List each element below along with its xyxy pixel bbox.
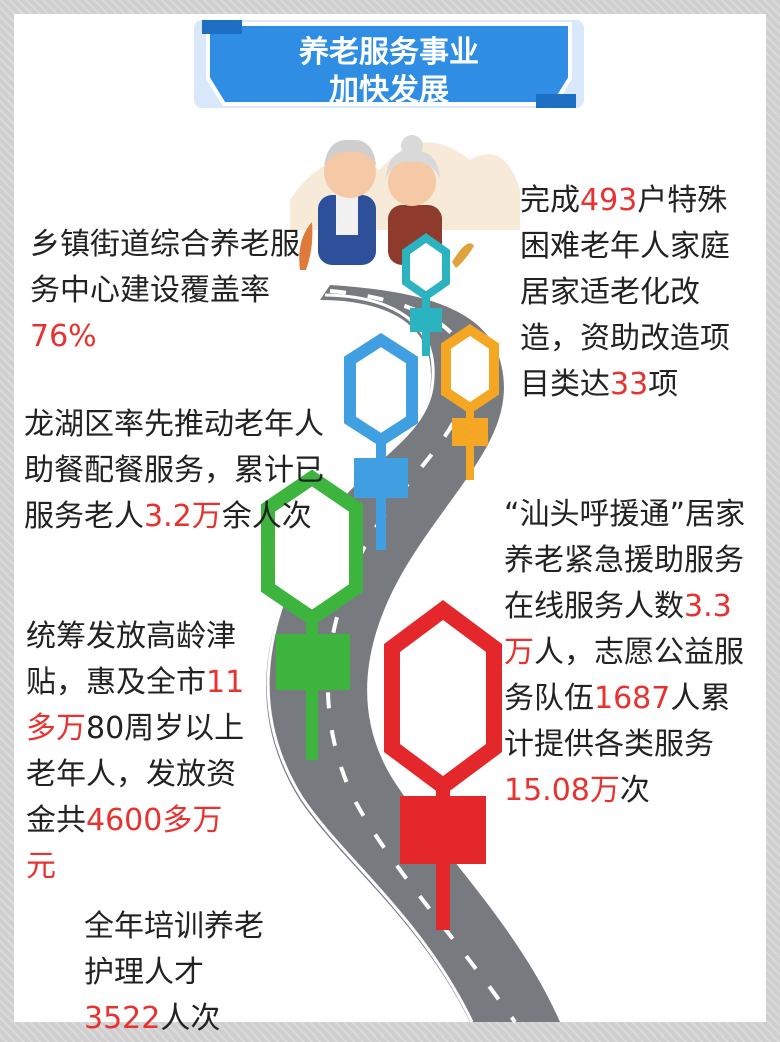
- stat-training: 全年培训养老护理人才 3522人次: [84, 904, 274, 1042]
- banner-title-line1: 养老服务事业: [299, 35, 479, 70]
- stat-emergency-pre: “汕头呼援通”居家养老紧急援助服务在线服务人数: [504, 497, 746, 624]
- sign-teal: [402, 233, 450, 356]
- stat-renovation-post: 项: [648, 367, 679, 402]
- stat-meals-text: 龙湖区率先推动老年人助餐配餐服务，累计已服务老人: [24, 407, 324, 534]
- road: [266, 285, 560, 1022]
- stat-allowance-people: 11多万: [26, 665, 245, 746]
- sign-green: [261, 469, 363, 760]
- stat-coverage-text: 乡镇街道综合养老服务中心建设覆盖率: [30, 227, 300, 308]
- stat-emergency-services: 15.08万: [504, 773, 620, 808]
- stat-emergency-mid2: 人累计提供各类服务: [504, 681, 731, 762]
- sign-red: [384, 600, 502, 930]
- stat-renovation-projects: 33: [610, 367, 649, 402]
- stat-emergency: “汕头呼援通”居家养老紧急援助服务在线服务人数3.3万人，志愿公益服务队伍168…: [504, 492, 760, 814]
- title-banner: 养老服务事业 加快发展: [188, 14, 590, 114]
- sign-blue: [344, 332, 418, 550]
- stat-renovation-mid: 户特殊困难老年人家庭居家适老化改造，资助改造项目类达: [520, 183, 730, 402]
- stat-coverage: 乡镇街道综合养老服务中心建设覆盖率 76%: [30, 222, 310, 360]
- stat-renovation-pre: 完成: [520, 183, 580, 218]
- stat-training-text: 全年培训养老护理人才: [84, 909, 264, 990]
- stat-training-post: 人次: [160, 1001, 221, 1036]
- stat-emergency-users: 3.3万: [504, 589, 732, 670]
- stat-training-value: 3522: [84, 1001, 161, 1036]
- stat-meals-value: 3.2万: [144, 499, 222, 534]
- stat-meals: 龙湖区率先推动老年人助餐配餐服务，累计已服务老人3.2万余人次: [24, 402, 324, 540]
- stat-renovation-households: 493: [580, 183, 638, 218]
- stat-emergency-post: 次: [619, 773, 650, 808]
- sign-orange: [441, 323, 499, 480]
- banner-title-line2: 加快发展: [329, 73, 449, 108]
- stat-renovation: 完成493户特殊困难老年人家庭居家适老化改造，资助改造项目类达33项: [520, 178, 744, 408]
- stat-allowance-mid: 80周岁以上老年人，发放资金共: [26, 711, 245, 838]
- stat-allowance: 统筹发放高龄津贴，惠及全市11多万80周岁以上老年人，发放资金共4600多万元: [26, 614, 248, 890]
- banner-title: 养老服务事业 加快发展: [188, 34, 590, 110]
- stat-emergency-volunteers: 1687: [594, 681, 671, 716]
- stat-emergency-mid: 人，志愿公益服务队伍: [504, 635, 744, 716]
- stat-allowance-funds: 4600多万元: [26, 803, 223, 884]
- stat-allowance-pre: 统筹发放高龄津贴，惠及全市: [26, 619, 236, 700]
- stat-coverage-value: 76%: [30, 319, 97, 354]
- stat-meals-post: 余人次: [221, 499, 312, 534]
